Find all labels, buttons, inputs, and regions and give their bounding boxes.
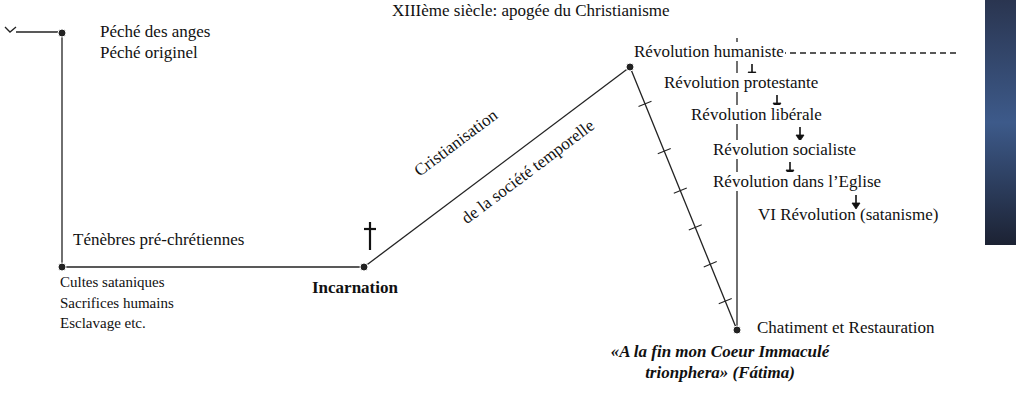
label: Révolution protestante: [663, 73, 819, 93]
label: Péché originel: [100, 43, 198, 63]
tick: [658, 149, 671, 154]
cut-picture: [985, 0, 1016, 245]
darkness-line: [62, 266, 364, 267]
label: «A la fin mon Coeur Immaculé trionphera»…: [585, 341, 855, 383]
label: XIIIème siècle: apogée du Christianisme: [392, 1, 670, 21]
label: Révolution humaniste: [633, 42, 785, 62]
dot: [626, 63, 634, 71]
label: Cultes sataniques: [60, 274, 165, 291]
dot: [360, 263, 368, 271]
tick: [719, 298, 732, 303]
tick: [689, 225, 702, 230]
dot: [733, 326, 741, 334]
tick: [638, 101, 651, 106]
dot: [58, 29, 66, 37]
fall-line: [61, 33, 62, 267]
cross-symbol: [364, 222, 376, 250]
label: Incarnation: [312, 278, 398, 298]
tick-mark: [5, 27, 16, 32]
start-line: [16, 31, 62, 32]
timeline-lines: [5, 27, 960, 330]
rise-line: [364, 67, 630, 267]
dot: [58, 263, 66, 271]
label: Cristianisation: [411, 105, 502, 180]
label: Sacrifices humains: [60, 295, 174, 312]
label: Chatiment et Restauration: [757, 318, 935, 338]
tick: [674, 188, 687, 193]
label: Ténèbres pré-chrétiennes: [73, 230, 244, 250]
label: Esclavage etc.: [60, 315, 146, 332]
decline-ticks: [638, 101, 731, 304]
label: Révolution dans l’Eglise: [712, 172, 882, 192]
label: Péché des anges: [100, 22, 210, 42]
tick: [704, 262, 717, 267]
label: Révolution libérale: [690, 105, 823, 125]
timeline-dots: [58, 29, 741, 334]
label: Révolution socialiste: [712, 140, 857, 160]
label: VI Révolution (satanisme): [758, 205, 938, 225]
